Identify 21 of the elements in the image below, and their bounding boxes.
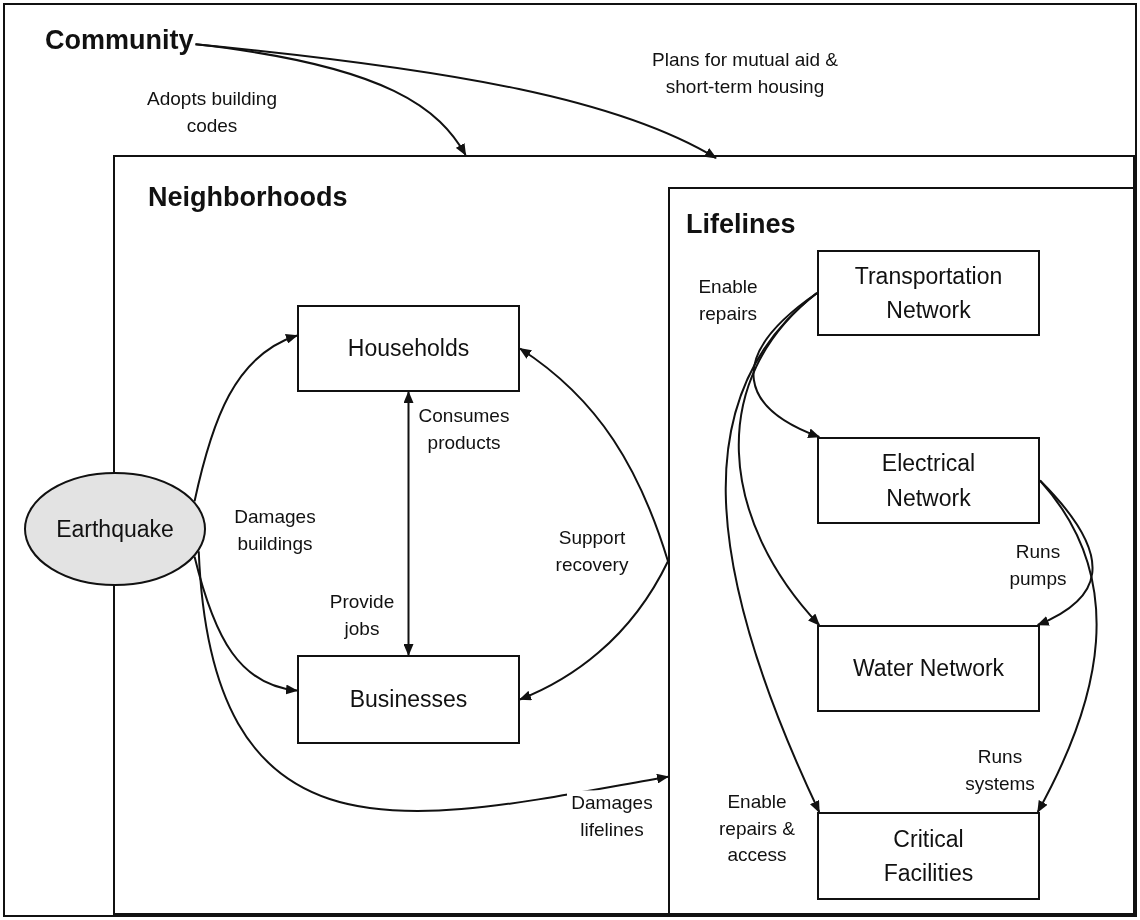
arrow (194, 43, 717, 160)
arrow (403, 391, 414, 656)
arrow (193, 555, 298, 694)
section-heading: Neighborhoods (148, 182, 348, 213)
section-heading: Lifelines (686, 209, 796, 240)
process-box: Electrical Network (817, 437, 1040, 524)
event-ellipse: Earthquake (24, 472, 206, 586)
process-box: Critical Facilities (817, 812, 1040, 900)
process-box: Water Network (817, 625, 1040, 712)
process-box: Businesses (297, 655, 520, 744)
arrow (197, 550, 669, 812)
arrow (519, 560, 669, 701)
process-box: Transportation Network (817, 250, 1040, 336)
community-frame (3, 3, 1137, 917)
arrow (724, 292, 821, 813)
arrow (519, 347, 669, 563)
process-box: Households (297, 305, 520, 392)
section-heading: Community (45, 25, 194, 56)
arrow (193, 334, 298, 503)
lifelines-frame (668, 187, 1135, 915)
arrow (1036, 479, 1098, 813)
